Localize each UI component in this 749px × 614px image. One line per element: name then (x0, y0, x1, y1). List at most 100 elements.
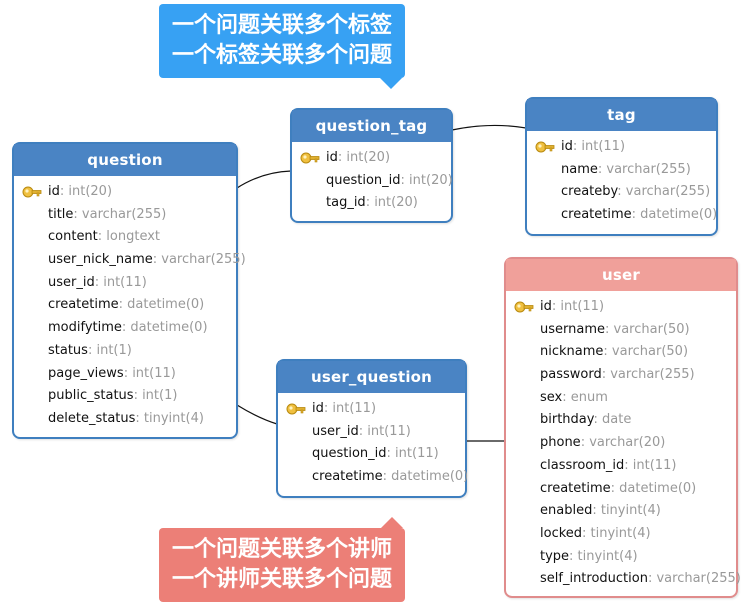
field-row[interactable]: user_nick_name: varchar(255) (14, 249, 246, 272)
field-type: : datetime(0) (382, 469, 469, 485)
field-row[interactable]: user_id: int(11) (14, 272, 236, 295)
field-type: : tinyint(4) (135, 410, 204, 426)
field-name: enabled (540, 503, 593, 519)
connector-question-user-question (236, 404, 278, 425)
key-icon (286, 401, 306, 417)
field-type: : varchar(255) (647, 571, 741, 587)
field-name: self_introduction (540, 571, 648, 587)
field-name: modifytime (48, 320, 122, 336)
field-name: createtime (540, 480, 611, 496)
field-name: username (540, 321, 605, 337)
table-user-question[interactable]: user_question id: int(11)user_id: int(11… (276, 359, 468, 498)
connector-question-tag-tag (451, 124, 527, 131)
field-type: : int(20) (337, 150, 391, 165)
field-name: classroom_id (540, 457, 625, 473)
table-tag[interactable]: tag id: int(11)name: varchar(255)createb… (525, 97, 718, 236)
field-name: type (540, 548, 570, 564)
field-row[interactable]: sex: enum (506, 387, 736, 410)
key-icon (300, 150, 320, 166)
field-type: : datetime(0) (631, 207, 718, 223)
field-name: createby (561, 184, 618, 200)
field-name: id (540, 299, 552, 314)
table-title: user (506, 259, 736, 291)
table-title: tag (527, 99, 716, 131)
field-name: phone (540, 435, 581, 451)
field-row[interactable]: title: varchar(255) (14, 204, 236, 227)
field-list: id: int(11)username: varchar(50)nickname… (506, 291, 741, 591)
field-type: : int(11) (386, 446, 439, 462)
field-row[interactable]: password: varchar(255) (506, 364, 736, 387)
field-type: : int(20) (400, 172, 453, 188)
field-type: : int(11) (358, 423, 411, 439)
field-name: id (312, 401, 324, 416)
field-row[interactable]: createtime: datetime(0) (506, 478, 736, 501)
field-row[interactable]: delete_status: tinyint(4) (14, 408, 236, 431)
table-question[interactable]: question id: int(20)title: varchar(255)c… (12, 142, 246, 439)
field-row[interactable]: page_views: int(11) (14, 363, 236, 386)
table-title: question_tag (292, 110, 451, 142)
field-type: : varchar(50) (603, 344, 689, 360)
field-type: : int(20) (365, 195, 418, 211)
primary-key-field[interactable]: id: int(11) (527, 136, 716, 159)
field-row[interactable]: question_id: int(11) (278, 443, 465, 466)
field-row[interactable]: classroom_id: int(11) (506, 455, 736, 478)
field-row[interactable]: createtime: datetime(0) (278, 466, 468, 489)
field-type: : datetime(0) (610, 480, 697, 496)
field-row[interactable]: tag_id: int(20) (292, 192, 451, 215)
field-row[interactable]: nickname: varchar(50) (506, 341, 736, 364)
field-row[interactable]: public_status: int(1) (14, 385, 236, 408)
primary-key-field[interactable]: id: int(20) (14, 181, 236, 204)
field-name: status (48, 342, 88, 358)
field-name: user_id (48, 274, 95, 290)
primary-key-field[interactable]: id: int(11) (506, 296, 736, 319)
table-question-tag[interactable]: question_tag id: int(20)question_id: int… (290, 108, 453, 223)
note-line: 一个问题关联多个讲师 (172, 537, 393, 562)
field-type: : varchar(255) (617, 184, 711, 200)
field-row[interactable]: content: longtext (14, 226, 236, 249)
field-row[interactable]: enabled: tinyint(4) (506, 500, 736, 523)
field-row[interactable]: type: tinyint(4) (506, 546, 736, 569)
field-name: id (326, 150, 338, 165)
field-type: : varchar(50) (605, 321, 690, 337)
field-name: createtime (312, 469, 383, 485)
note-line: 一个问题关联多个标签 (172, 13, 393, 38)
field-type: : int(1) (133, 388, 178, 404)
field-name: sex (540, 389, 563, 405)
key-icon (22, 184, 42, 200)
note-line: 一个讲师关联多个问题 (172, 567, 393, 592)
field-row[interactable]: status: int(1) (14, 340, 236, 363)
field-row[interactable]: birthday: date (506, 409, 736, 432)
field-name: createtime (561, 207, 632, 223)
field-row[interactable]: username: varchar(50) (506, 319, 736, 342)
field-name: tag_id (326, 195, 366, 211)
primary-key-field[interactable]: id: int(20) (292, 147, 451, 170)
field-type: : varchar(255) (597, 161, 691, 177)
field-name: id (561, 139, 573, 154)
field-type: : int(11) (551, 299, 605, 314)
field-name: delete_status (48, 410, 136, 426)
field-row[interactable]: phone: varchar(20) (506, 432, 736, 455)
field-name: createtime (48, 297, 119, 313)
field-type: : date (593, 412, 632, 428)
field-type: : int(20) (59, 184, 113, 199)
table-title: user_question (278, 361, 465, 393)
field-name: user_id (312, 423, 359, 439)
field-name: user_nick_name (48, 252, 153, 268)
field-row[interactable]: user_id: int(11) (278, 421, 465, 444)
field-row[interactable]: createtime: datetime(0) (527, 204, 718, 227)
field-row[interactable]: modifytime: datetime(0) (14, 317, 236, 340)
field-row[interactable]: question_id: int(20) (292, 170, 453, 193)
field-row[interactable]: self_introduction: varchar(255) (506, 568, 741, 591)
primary-key-field[interactable]: id: int(11) (278, 398, 465, 421)
field-row[interactable]: name: varchar(255) (527, 159, 716, 182)
connector-question-question-tag (236, 170, 292, 189)
field-type: : datetime(0) (121, 320, 208, 336)
field-row[interactable]: createby: varchar(255) (527, 181, 716, 204)
field-row[interactable]: locked: tinyint(4) (506, 523, 736, 546)
field-list: id: int(20)title: varchar(255)content: l… (14, 176, 246, 431)
field-name: nickname (540, 344, 604, 360)
field-row[interactable]: createtime: datetime(0) (14, 294, 236, 317)
field-type: : int(11) (94, 274, 147, 290)
table-user[interactable]: user id: int(11)username: varchar(50)nic… (504, 257, 741, 598)
